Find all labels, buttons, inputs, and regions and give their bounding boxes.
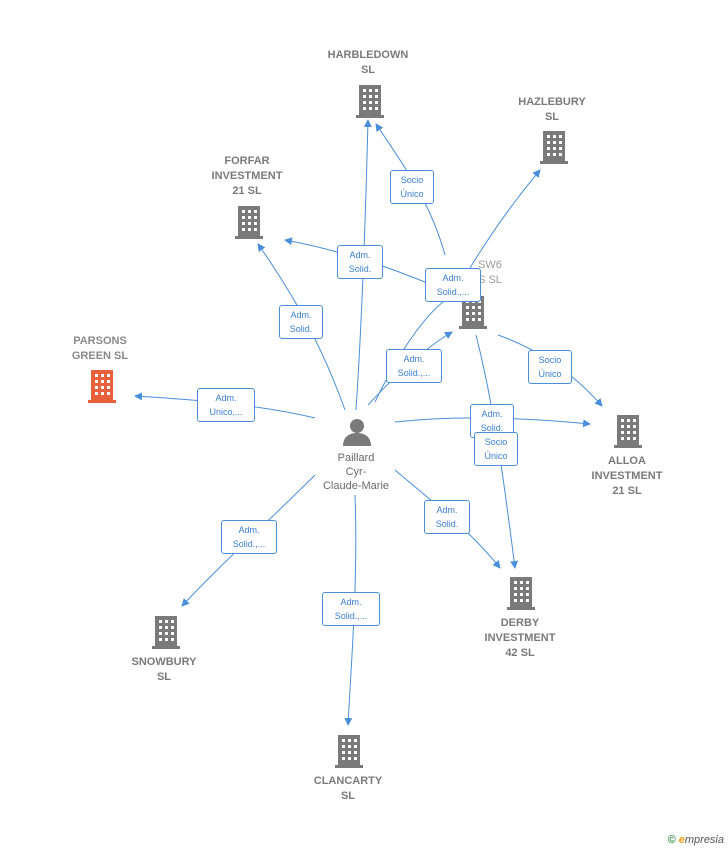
building-icon (152, 616, 180, 649)
company-label-hazlebury[interactable]: HAZLEBURY SL (518, 96, 586, 123)
building-icon (614, 415, 642, 448)
edge-sw6-hazlebury (469, 169, 541, 269)
brand-name: empresia (678, 834, 724, 846)
company-label-derby[interactable]: DERBY INVESTMENT 42 SL (484, 617, 556, 659)
company-label-snowbury[interactable]: SNOWBURY SL (131, 656, 197, 683)
edge-person-sw6-b (374, 297, 449, 403)
company-label-alloa[interactable]: ALLOA INVESTMENT 21 SL (591, 455, 663, 497)
empresia-logo[interactable]: © empresia (668, 834, 724, 846)
building-icon (540, 131, 568, 164)
company-label-clancarty[interactable]: CLANCARTY SL (313, 775, 383, 802)
edge-label-sw6-derby: Socio Único (474, 432, 518, 466)
company-label-sw6[interactable]: SW6 S SL (478, 259, 502, 286)
edge-label-sw6-alloa: Socio Único (528, 350, 572, 384)
edge-label-person-harbledown: Adm. Solid. (337, 245, 383, 279)
person-label[interactable]: Paillard Cyr- Claude-Marie (322, 452, 390, 492)
person-icon (343, 419, 371, 446)
copyright-symbol: © (667, 834, 676, 846)
building-icon (235, 206, 263, 239)
edge-label-person-clancarty: Adm. Solid.,... (322, 592, 380, 626)
company-label-forfar[interactable]: FORFAR INVESTMENT 21 SL (211, 155, 283, 197)
company-label-harbledown[interactable]: HARBLEDOWN SL (327, 49, 409, 76)
edge-label-person-parsons: Adm. Unico,... (197, 388, 255, 422)
edge-label-person-forfar: Adm. Solid. (279, 305, 323, 339)
edge-label-sw6-forfar: Adm. Solid.,... (425, 268, 481, 302)
building-icon (88, 370, 116, 403)
edge-label-sw6-harbledown: Socio Único (390, 170, 434, 204)
edge-label-person-derby: Adm. Solid. (424, 500, 470, 534)
edge-label-person-snowbury: Adm. Solid.,... (221, 520, 277, 554)
nodes (88, 85, 642, 768)
edge-label-person-sw6: Adm. Solid.,... (386, 349, 442, 383)
building-icon (335, 735, 363, 768)
building-icon (356, 85, 384, 118)
building-icon (507, 577, 535, 610)
company-label-parsons[interactable]: PARSONS GREEN SL (71, 335, 129, 362)
